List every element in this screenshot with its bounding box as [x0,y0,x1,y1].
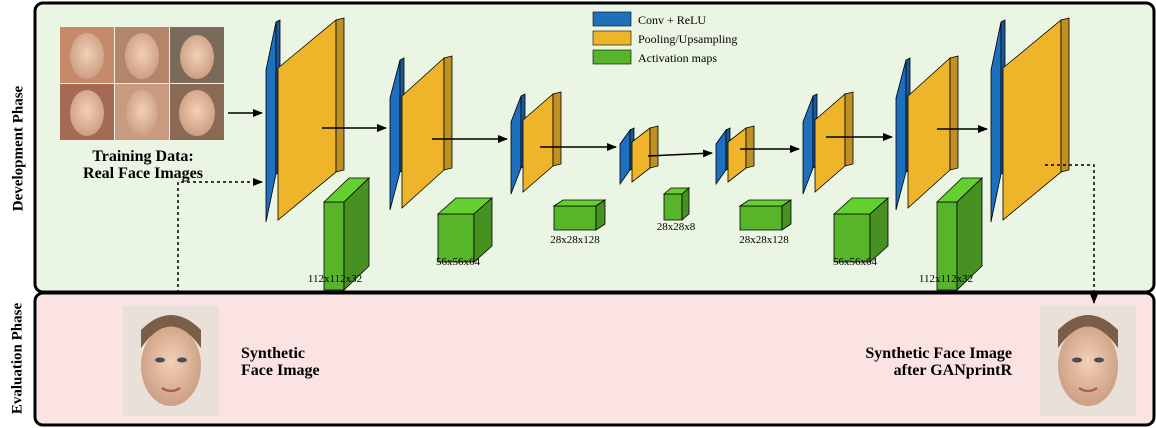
layer-block-8-pool-side [1060,17,1070,173]
layer-block-7-pool-side [949,55,959,171]
activation-size-label-4: 28x28x8 [657,221,696,233]
legend-label-conv: Conv + ReLU [638,13,706,27]
layer-block-5-pool-side [745,125,755,169]
layer-block-1-pool-side [335,17,345,173]
layer-block-2-pool-side [443,55,453,171]
activation-size-label-5: 28x28x128 [739,234,789,246]
layer-block-4-pool-side [649,125,659,169]
legend: Conv + ReLU Pooling/Upsampling Activatio… [592,11,737,65]
layer-block-3-pool-side [552,91,562,167]
connection-arrows [177,109,1098,304]
activation-map-4-front [663,193,683,221]
legend-swatch-activation [592,49,632,65]
activation-size-label-6: 56x56x64 [833,256,878,268]
evaluation-phase-label: Evaluation Phase [9,302,26,415]
legend-swatch-conv [592,11,632,27]
arrow-block4-to-block5 [647,149,713,158]
training-data-subtitle: Real Face Images [83,165,203,182]
layer-block-6-pool-side [844,91,854,167]
synthetic-output-label-line2: after GANprintR [894,362,1013,379]
synthetic-input-face [123,306,219,416]
activation-map-2-front [437,213,475,263]
network-blocks: 112x112x32 56x56x64 28x28x128 28x28x8 28x28x… [265,17,1070,291]
activation-map-6-front [833,213,871,263]
activation-map-7-side [956,177,983,291]
training-data-title: Training Data: [92,148,193,165]
synthetic-output-label-line1: Synthetic Face Image [865,345,1012,362]
activation-map-3-side [595,199,606,231]
training-face-grid [60,27,224,140]
synthetic-input-label-line2: Face Image [241,362,320,379]
arrow-decoder-to-output [1045,164,1098,304]
activation-map-4-side [681,187,690,221]
legend-label-activation: Activation maps [638,51,717,65]
activation-size-label-3: 28x28x128 [550,234,600,246]
evaluation-phase-panel [33,291,1156,427]
activation-map-3-front [553,205,597,231]
synthetic-input-label-line1: Synthetic [241,345,305,362]
activation-map-5-side [781,199,792,231]
activation-size-label-7: 112x112x32 [919,273,973,285]
legend-swatch-pool [592,30,632,46]
synthetic-output-face [1040,306,1136,416]
activation-size-label-1: 112x112x32 [308,273,362,285]
activation-map-2-side [473,197,493,263]
legend-label-pool: Pooling/Upsampling [638,32,737,46]
development-phase-label: Development Phase [10,85,27,212]
activation-size-label-2: 56x56x64 [436,256,481,268]
activation-map-1-side [343,177,370,291]
activation-map-6-side [869,197,889,263]
activation-map-5-front [739,205,783,231]
arrow-synthetic-to-encoder [177,178,263,293]
